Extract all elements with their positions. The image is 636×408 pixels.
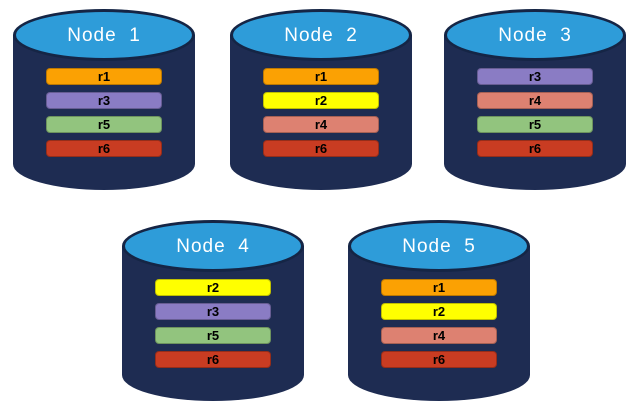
record-bar: r2 (381, 303, 497, 320)
record-bar: r6 (155, 351, 271, 368)
cylinder-top: Node 1 (13, 9, 195, 61)
node-1: Node 1 r1 r3 r5 r6 (13, 9, 195, 190)
node-title: Node 4 (176, 236, 250, 257)
record-list: r1 r3 r5 r6 (46, 68, 162, 157)
record-bar: r1 (263, 68, 379, 85)
node-title: Node 2 (284, 25, 358, 46)
cylinder-top: Node 4 (122, 220, 304, 272)
record-list: r1 r2 r4 r6 (263, 68, 379, 157)
record-bar: r4 (263, 116, 379, 133)
record-bar: r5 (155, 327, 271, 344)
node-4: Node 4 r2 r3 r5 r6 (122, 220, 304, 401)
record-bar: r6 (263, 140, 379, 157)
node-title: Node 5 (402, 236, 476, 257)
cylinder-top: Node 5 (348, 220, 530, 272)
record-bar: r6 (477, 140, 593, 157)
record-list: r2 r3 r5 r6 (155, 279, 271, 368)
node-title: Node 3 (498, 25, 572, 46)
record-bar: r2 (263, 92, 379, 109)
record-bar: r3 (155, 303, 271, 320)
node-3: Node 3 r3 r4 r5 r6 (444, 9, 626, 190)
record-list: r3 r4 r5 r6 (477, 68, 593, 157)
record-bar: r3 (477, 68, 593, 85)
record-bar: r4 (381, 327, 497, 344)
record-bar: r1 (381, 279, 497, 296)
record-bar: r3 (46, 92, 162, 109)
record-bar: r6 (381, 351, 497, 368)
node-5: Node 5 r1 r2 r4 r6 (348, 220, 530, 401)
cylinder-top: Node 2 (230, 9, 412, 61)
record-bar: r5 (46, 116, 162, 133)
record-bar: r5 (477, 116, 593, 133)
node-title: Node 1 (67, 25, 141, 46)
record-list: r1 r2 r4 r6 (381, 279, 497, 368)
node-2: Node 2 r1 r2 r4 r6 (230, 9, 412, 190)
record-bar: r1 (46, 68, 162, 85)
record-bar: r4 (477, 92, 593, 109)
record-bar: r2 (155, 279, 271, 296)
cylinder-top: Node 3 (444, 9, 626, 61)
record-bar: r6 (46, 140, 162, 157)
